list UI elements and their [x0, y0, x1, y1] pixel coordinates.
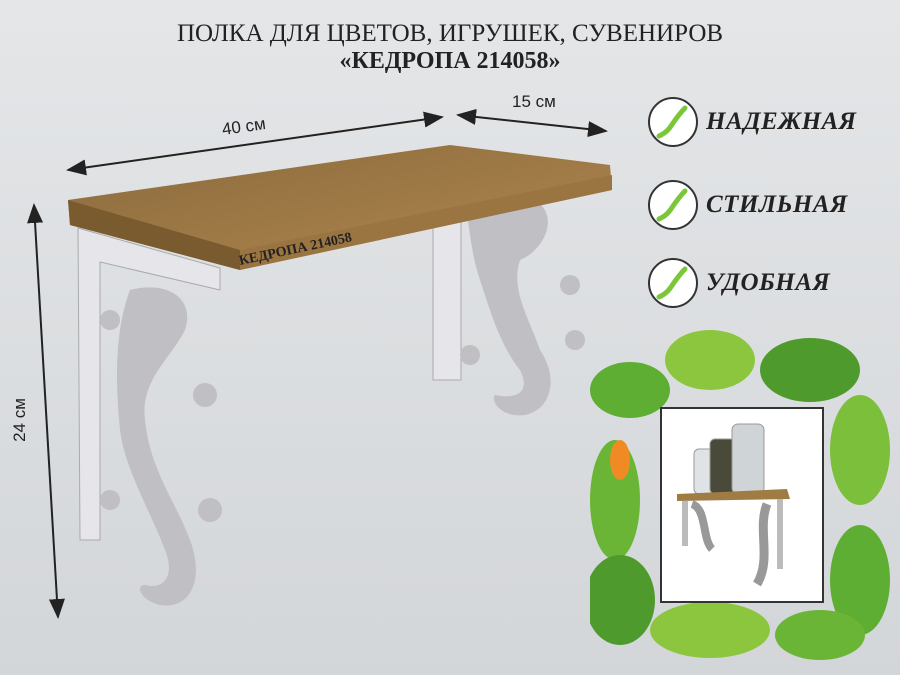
front-bracket [77, 227, 222, 606]
lizard-icon [648, 180, 698, 230]
feature-label: УДОБНАЯ [706, 269, 831, 296]
feature-stylish: СТИЛЬНАЯ [648, 180, 848, 230]
lizard-icon [648, 258, 698, 308]
depth-dimension: 15 см [512, 92, 556, 111]
depth-arrow [456, 108, 608, 138]
width-arrow [66, 111, 444, 176]
rear-bracket [432, 195, 585, 416]
product-model: «КЕДРОПА 214058» [339, 48, 561, 74]
product-title: ПОЛКА ДЛЯ ЦВЕТОВ, ИГРУШЕК, СУВЕНИРОВ [176, 20, 724, 47]
shelf-board [68, 145, 612, 270]
height-arrow [27, 203, 65, 619]
feature-label: СТИЛЬНАЯ [706, 191, 848, 218]
lizard-icon [648, 97, 698, 147]
tropical-leaves-frame [590, 330, 890, 660]
shelf-in-use-photo [660, 407, 824, 603]
feature-reliable: НАДЕЖНАЯ [648, 97, 857, 147]
height-dimension: 24 см [9, 398, 29, 442]
feature-convenient: УДОБНАЯ [648, 258, 830, 308]
feature-label: НАДЕЖНАЯ [706, 108, 857, 135]
